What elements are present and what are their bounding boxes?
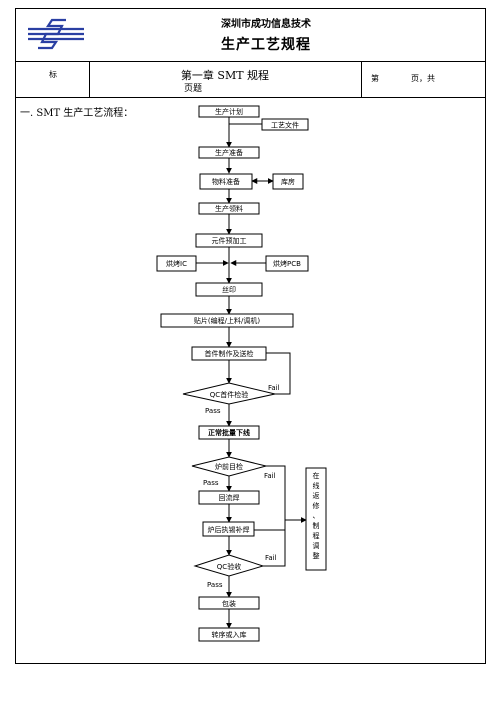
box-bake-ic	[156, 255, 197, 272]
box-plan	[198, 105, 260, 118]
text-reflow: 回流焊	[219, 493, 240, 502]
label-cell: 标	[16, 61, 90, 97]
box-warehouse	[272, 173, 304, 190]
chapter-title: 第一章 SMT 规程	[180, 69, 270, 82]
box-mass-run	[198, 425, 260, 440]
text-qc-first: QC首件检验	[210, 390, 248, 399]
document-title: 生产工艺规程	[221, 37, 311, 53]
text-material: 物料准备	[212, 177, 240, 186]
chapter-cell: 第一章 SMT 规程 页题	[89, 61, 362, 97]
page-suffix: 页，共	[411, 74, 435, 83]
box-docs	[261, 118, 309, 131]
section-heading: 一. SMT 生产工艺流程：	[20, 108, 134, 119]
label-pass-1: Pass	[205, 407, 221, 415]
arrow-fail-rework	[263, 517, 307, 567]
text-pre-furnace: 炉前目检	[215, 462, 243, 471]
text-preprocess: 元件预加工	[212, 236, 247, 245]
box-pack	[198, 596, 260, 610]
text-post-weld: 炉后执锡补焊	[208, 525, 250, 534]
page-label: 第	[371, 74, 379, 83]
box-issue	[198, 202, 260, 215]
diamond-pre-furnace	[191, 456, 267, 477]
company-name: 深圳市成功信息技术	[221, 19, 311, 30]
page-cell: 第 页，共	[361, 61, 485, 97]
box-preprocess	[195, 233, 263, 248]
box-transfer	[198, 627, 260, 642]
box-rework	[305, 467, 327, 571]
text-mount: 贴片(编程/上料/调机)	[194, 316, 260, 325]
label-left: 标	[49, 70, 57, 79]
text-warehouse: 库房	[281, 177, 295, 186]
diamond-qc-first	[182, 382, 276, 405]
text-bake-pcb: 烘烤PCB	[273, 259, 301, 268]
box-prep	[198, 146, 260, 159]
label-fail-1: Fail	[268, 384, 280, 392]
box-print	[195, 282, 263, 297]
text-pack: 包装	[222, 599, 236, 608]
box-mount	[160, 313, 294, 328]
label-fail-3: Fail	[265, 554, 277, 562]
box-first-article	[191, 346, 267, 361]
line-prefurnace-fail	[266, 465, 286, 520]
text-docs: 工艺文件	[271, 121, 299, 130]
text-prep: 生产准备	[215, 148, 243, 157]
label-pass-3: Pass	[207, 581, 223, 589]
info-row: 标 第一章 SMT 规程 页题 第 页，共	[16, 61, 485, 98]
label-fail-2: Fail	[264, 472, 276, 480]
box-material	[199, 173, 253, 190]
label-pass-2: Pass	[203, 479, 219, 487]
arrow-qc-fail-loop	[257, 350, 291, 395]
document-header: 深圳市成功信息技术 生产工艺规程	[16, 9, 485, 62]
text-plan: 生产计划	[215, 107, 243, 116]
company-logo	[28, 18, 84, 50]
text-qc-accept: QC验收	[217, 562, 241, 571]
text-rework: 在线返修、制程调整	[313, 471, 320, 560]
box-post-weld	[202, 521, 255, 537]
box-reflow	[198, 490, 260, 505]
text-issue: 生产领料	[215, 204, 243, 213]
text-print: 丝印	[222, 285, 236, 294]
chapter-subtitle: 页题	[184, 84, 203, 94]
text-transfer: 转序或入库	[212, 630, 247, 639]
document-sheet: 深圳市成功信息技术 生产工艺规程 标 第一章 SMT 规程 页题 第 页，共 一…	[15, 8, 486, 664]
box-bake-pcb	[265, 255, 309, 272]
text-mass-run: 正常批量下线	[208, 428, 250, 437]
text-bake-ic: 烘烤IC	[166, 259, 187, 268]
text-first-article: 首件制作及送检	[205, 349, 254, 358]
diamond-qc-accept	[193, 554, 265, 577]
